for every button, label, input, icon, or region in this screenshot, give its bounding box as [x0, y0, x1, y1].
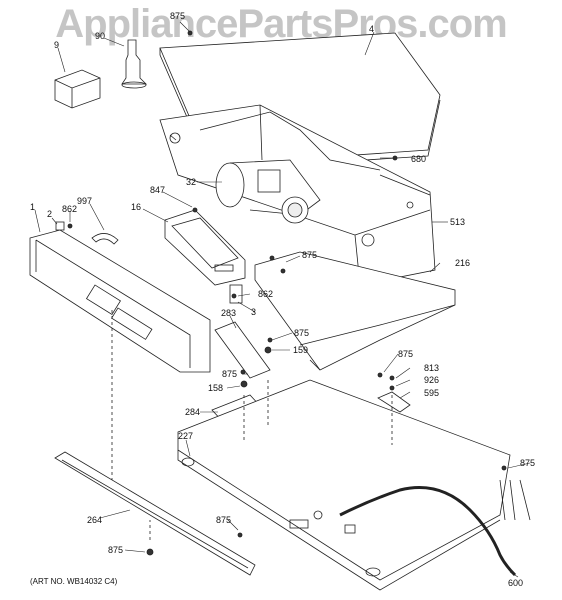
- bracket-595: [377, 391, 411, 413]
- callout-16: 16: [131, 202, 142, 212]
- callout-4: 4: [369, 24, 375, 34]
- callout-875: 875: [294, 328, 310, 338]
- wire-clip: [91, 233, 119, 245]
- callout-9: 9: [54, 40, 60, 50]
- callout-875: 875: [302, 250, 318, 260]
- alignment-lines: [111, 310, 393, 540]
- callout-875: 875: [222, 369, 238, 379]
- side-rail: [254, 251, 456, 371]
- callout-264: 264: [87, 515, 103, 525]
- callout-862: 862: [258, 289, 274, 299]
- callout-216: 216: [455, 258, 471, 268]
- callout-90: 90: [95, 31, 106, 41]
- callout-283: 283: [221, 308, 237, 318]
- callout-3: 3: [251, 307, 257, 317]
- callout-875: 875: [398, 349, 414, 359]
- callout-513: 513: [450, 217, 466, 227]
- bottom-pan: [177, 379, 511, 591]
- art-number: (ART NO. WB14032 C4): [30, 577, 118, 586]
- callout-600: 600: [508, 578, 524, 588]
- control-board: [164, 209, 246, 286]
- callout-813: 813: [424, 363, 440, 373]
- callout-875: 875: [520, 458, 536, 468]
- callout-2: 2: [47, 209, 53, 219]
- callout-159: 159: [293, 345, 309, 355]
- trim-strip: [54, 451, 256, 576]
- bracket-2: [55, 221, 65, 231]
- leader-lines: [34, 21, 531, 578]
- screws: [67, 30, 507, 556]
- callout-284: 284: [185, 407, 201, 417]
- callout-1: 1: [30, 202, 36, 212]
- callout-875: 875: [170, 11, 186, 21]
- callout-158: 158: [208, 383, 224, 393]
- callout-862: 862: [62, 204, 78, 214]
- callout-847: 847: [150, 185, 166, 195]
- wire-harness: [339, 479, 531, 577]
- callout-680: 680: [411, 154, 427, 164]
- callout-595: 595: [424, 388, 440, 398]
- item-9-box: [54, 69, 101, 109]
- callout-32: 32: [186, 177, 197, 187]
- cooling-fan: [215, 159, 321, 224]
- callout-875: 875: [108, 545, 124, 555]
- callout-926: 926: [424, 375, 440, 385]
- bracket-3: [229, 284, 243, 304]
- item-90-bottle: [121, 39, 147, 89]
- callout-875: 875: [216, 515, 232, 525]
- callout-227: 227: [178, 431, 194, 441]
- bracket-283: [214, 321, 271, 379]
- callout-997: 997: [77, 196, 93, 206]
- chassis: [159, 104, 436, 286]
